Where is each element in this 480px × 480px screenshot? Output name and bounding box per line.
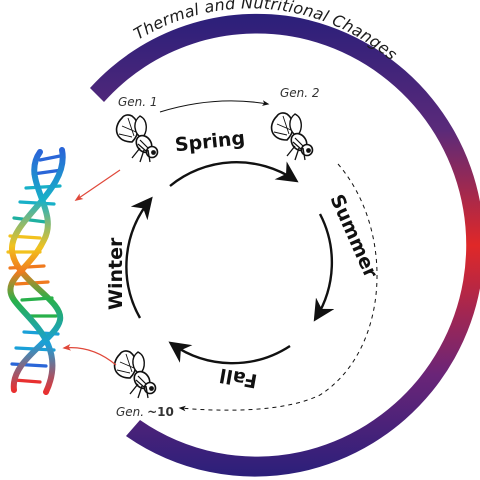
gen2-to-gen10-arrow: [178, 163, 378, 412]
season-summer-label: Summer: [325, 191, 382, 282]
gen10-label-number: ~10: [147, 405, 174, 419]
gen2-label: Gen. 2: [280, 86, 320, 100]
season-fall-label: Fall: [218, 364, 259, 392]
cycle-arrow-winter-spring: [125, 196, 153, 319]
gen1-label: Gen. 1: [118, 95, 158, 109]
season-winter-label: Winter: [105, 237, 127, 310]
cycle-arrow-summer-fall: [313, 213, 335, 322]
thermal-band: [90, 13, 480, 477]
red-arrow-gen10-to-dna: [62, 343, 117, 366]
gen10-label-prefix: Gen.: [116, 405, 144, 419]
season-spring-label: Spring: [174, 127, 246, 156]
cycle-arrow-fall-winter: [168, 341, 291, 365]
dna-helix-icon: [6, 147, 66, 395]
gen1-to-gen2-arrow: [159, 100, 270, 113]
cycle-arrow-spring-summer: [169, 161, 299, 187]
red-arrow-gen1-to-dna: [74, 169, 121, 201]
fly-icon-gen2: [270, 112, 314, 161]
fly-icon-gen10: [113, 350, 157, 399]
gen10-label: Gen.~10: [116, 405, 174, 419]
fly-icon-gen1: [115, 114, 159, 163]
